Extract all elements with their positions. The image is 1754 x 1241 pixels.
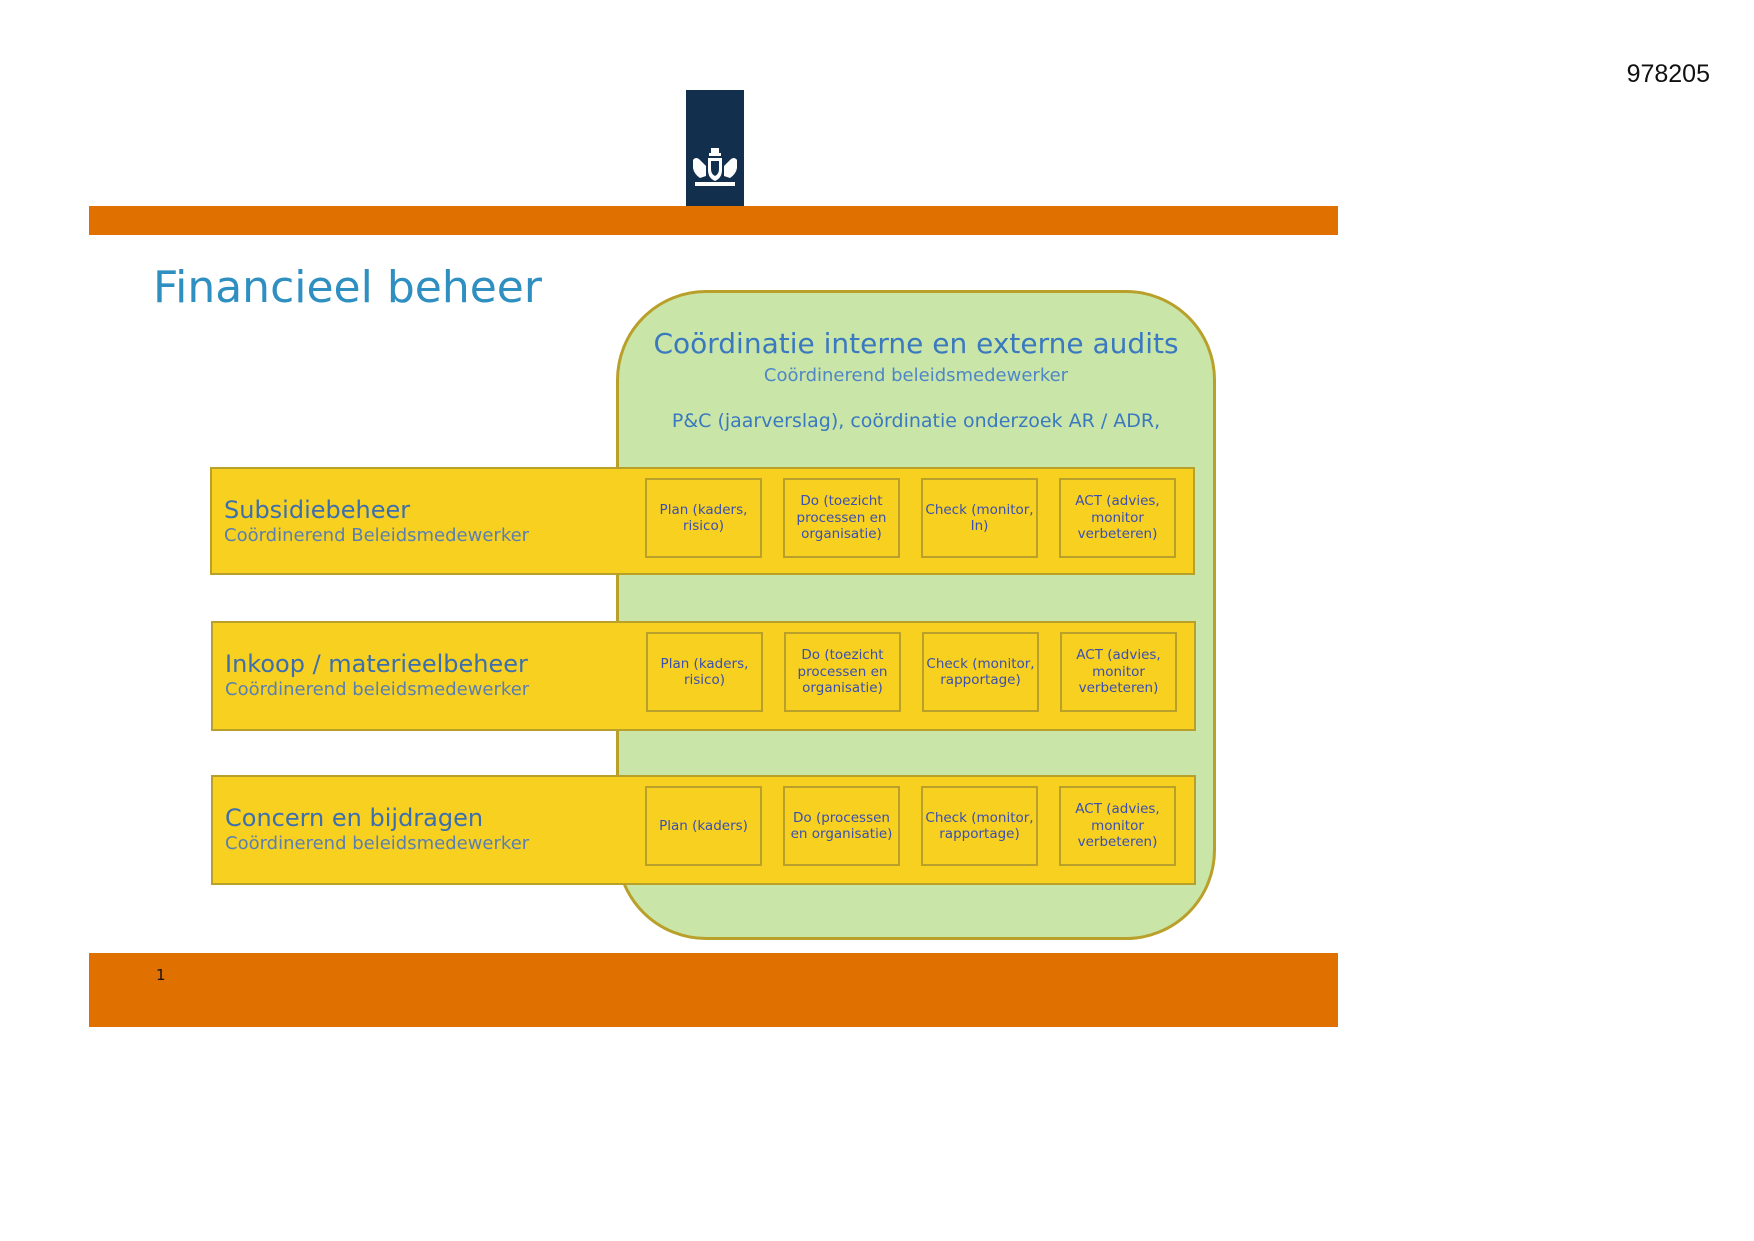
row-label: Subsidiebeheer Coördinerend Beleidsmedew…	[224, 495, 529, 547]
coat-of-arms-icon	[693, 148, 737, 186]
row-title: Subsidiebeheer	[224, 496, 411, 524]
pdca-do: Do (processen en organisatie)	[783, 786, 900, 866]
pdca-plan: Plan (kaders)	[645, 786, 762, 866]
row-label: Inkoop / materieelbeheer Coördinerend be…	[225, 649, 529, 701]
audit-title: Coördinatie interne en externe audits	[653, 327, 1179, 360]
row-subtitle: Coördinerend beleidsmedewerker	[225, 833, 530, 854]
slide-title: Financieel beheer	[153, 262, 542, 313]
pdca-do: Do (toezicht processen en organisatie)	[784, 632, 901, 712]
pdca-check: Check (monitor, rapportage)	[922, 632, 1039, 712]
government-logo	[686, 90, 744, 206]
bottom-orange-band	[89, 953, 1338, 1027]
row-concern-en-bijdragen: Concern en bijdragen Coördinerend beleid…	[211, 775, 1196, 885]
pdca-plan: Plan (kaders, risico)	[645, 478, 762, 558]
audit-description: P&C (jaarverslag), coördinatie onderzoek…	[671, 410, 1161, 432]
pdca-do: Do (toezicht processen en organisatie)	[783, 478, 900, 558]
row-title: Inkoop / materieelbeheer	[225, 650, 528, 678]
row-label: Concern en bijdragen Coördinerend beleid…	[225, 803, 529, 855]
top-orange-band	[89, 206, 1338, 235]
pdca-act: ACT (advies, monitor verbeteren)	[1059, 478, 1176, 558]
pdca-check: Check (monitor, rapportage)	[921, 786, 1038, 866]
row-inkoop-materieelbeheer: Inkoop / materieelbeheer Coördinerend be…	[211, 621, 1196, 731]
document-id: 978205	[1626, 60, 1710, 88]
row-subsidiebeheer: Subsidiebeheer Coördinerend Beleidsmedew…	[210, 467, 1195, 575]
pdca-plan: Plan (kaders, risico)	[646, 632, 763, 712]
page-number: 1	[156, 966, 166, 984]
row-subtitle: Coördinerend beleidsmedewerker	[225, 679, 530, 700]
pdca-act: ACT (advies, monitor verbeteren)	[1060, 632, 1177, 712]
pdca-check: Check (monitor, In)	[921, 478, 1038, 558]
pdca-act: ACT (advies, monitor verbeteren)	[1059, 786, 1176, 866]
row-subtitle: Coördinerend Beleidsmedewerker	[224, 525, 530, 546]
audit-subtitle: Coördinerend beleidsmedewerker	[763, 365, 1069, 386]
row-title: Concern en bijdragen	[225, 804, 484, 832]
